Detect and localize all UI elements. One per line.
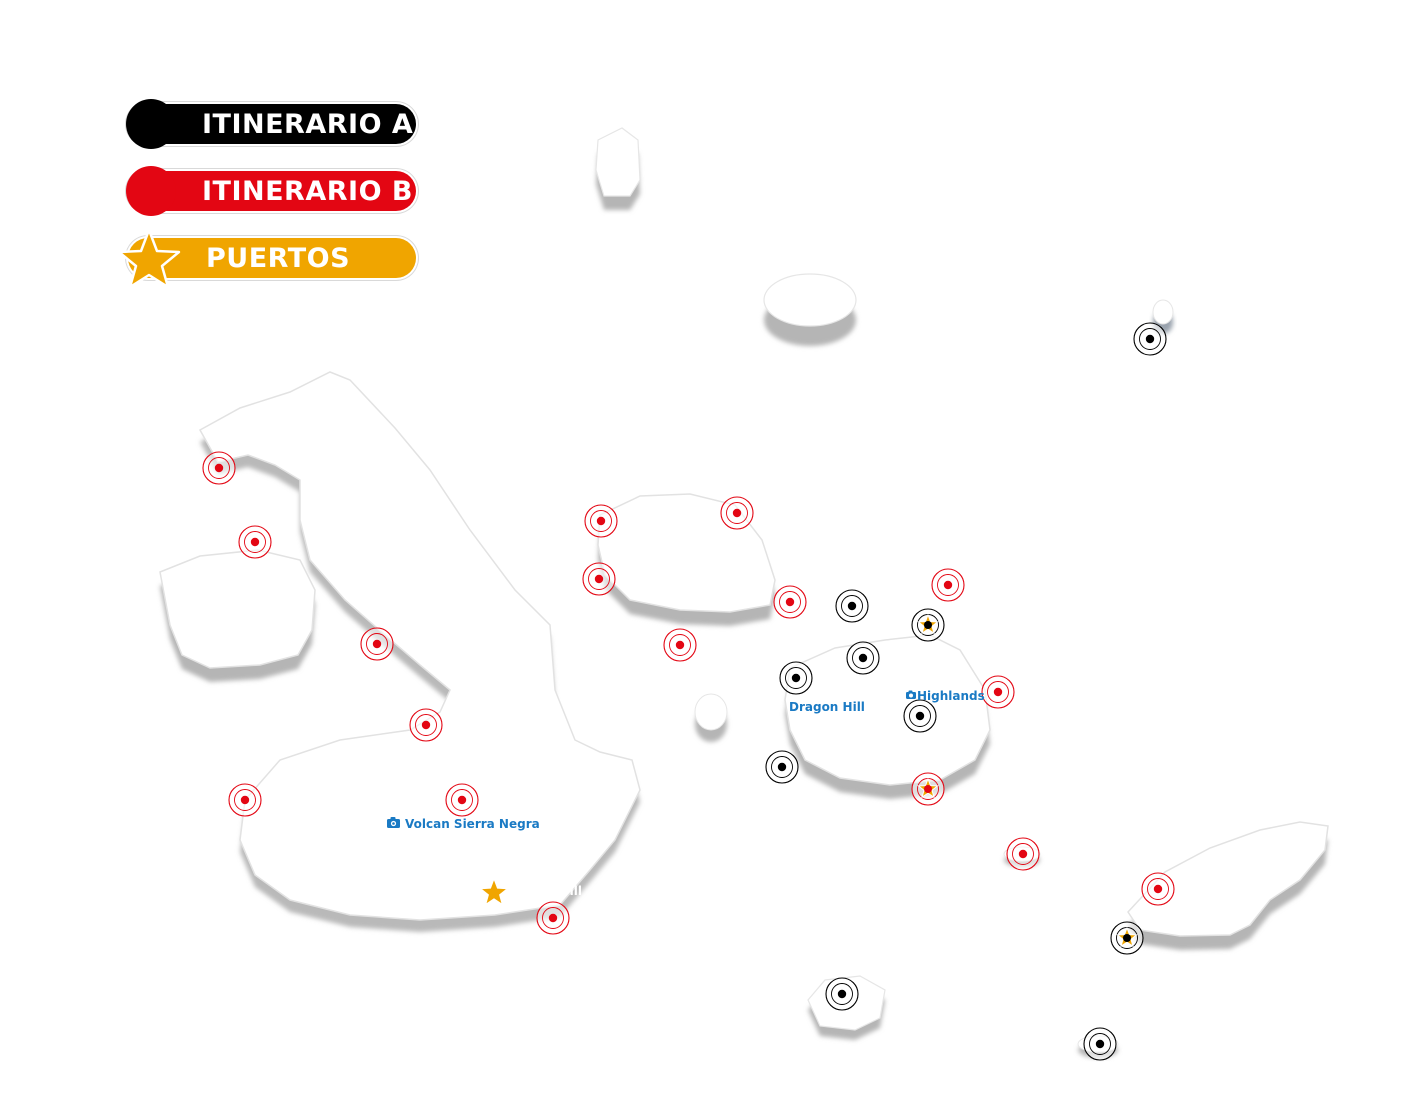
island-pinzon — [694, 693, 728, 742]
itinerary-b-marker[interactable] — [1141, 872, 1175, 906]
island-santa-cruz — [784, 634, 991, 799]
port-center-dot — [924, 621, 932, 629]
itinerary-b-marker[interactable] — [445, 783, 479, 817]
island-san-cristobal — [1127, 821, 1329, 950]
itinerary-b-marker[interactable] — [360, 627, 394, 661]
highlands-label: Highlands — [917, 689, 985, 703]
port-center-dot — [1123, 934, 1131, 942]
legend-item-itinerary-b[interactable]: ITINERARIO B — [126, 166, 416, 216]
itinerary-a-marker[interactable] — [846, 641, 880, 675]
legend-label-itinerary-a: ITINERARIO A — [202, 109, 414, 140]
itinerary-b-marker[interactable] — [663, 628, 697, 662]
itinerary-b-marker[interactable] — [238, 525, 272, 559]
black-dot-icon — [126, 99, 176, 149]
camera-icon — [906, 690, 916, 699]
itinerary-b-marker[interactable] — [773, 585, 807, 619]
itinerary-b-marker[interactable] — [1006, 837, 1040, 871]
baquerizo-label[interactable]: querizo — [1134, 954, 1185, 968]
port-markers — [479, 613, 1138, 948]
itinerary-b-marker[interactable] — [981, 675, 1015, 709]
site-volcan-sierra-negra[interactable]: Volcan Sierra Negra — [387, 817, 540, 831]
puerto-villamil-label[interactable]: Puerto Vill — [511, 884, 582, 898]
volcan-label: Volcan Sierra Negra — [405, 817, 540, 831]
itinerary-a-marker[interactable] — [903, 699, 937, 733]
dragon-hill-label[interactable]: Dragon Hill — [789, 700, 865, 714]
itinerary-b-marker[interactable] — [202, 451, 236, 485]
itinerary-b-marker[interactable] — [582, 562, 616, 596]
site-highlands[interactable]: Highlands — [906, 689, 985, 703]
star-icon — [117, 228, 181, 289]
itinerary-b-marker[interactable] — [536, 901, 570, 935]
cristobal-label[interactable]: S — [1203, 855, 1212, 869]
itinerary-b-marker[interactable] — [931, 568, 965, 602]
island-isabela — [198, 371, 641, 932]
itinerary-a-markers — [765, 322, 1167, 1061]
legend-item-ports[interactable]: PUERTOS — [117, 228, 416, 289]
itinerary-a-marker[interactable] — [1133, 322, 1167, 356]
itinerary-a-marker[interactable] — [1083, 1027, 1117, 1061]
itinerary-b-marker[interactable] — [409, 708, 443, 742]
port-center-dot — [924, 785, 932, 793]
camera-icon — [387, 817, 400, 828]
itinerary-a-marker[interactable] — [765, 750, 799, 784]
itinerary-b-marker[interactable] — [720, 496, 754, 530]
islands — [159, 127, 1329, 1058]
red-dot-icon — [126, 166, 176, 216]
itinerary-a-marker[interactable] — [825, 977, 859, 1011]
itinerary-b-marker[interactable] — [584, 504, 618, 538]
legend-item-itinerary-a[interactable]: ITINERARIO A — [126, 99, 416, 149]
itinerary-a-marker[interactable] — [779, 661, 813, 695]
itinerary-a-marker[interactable] — [835, 589, 869, 623]
legend-label-ports: PUERTOS — [206, 243, 351, 274]
itinerary-b-marker[interactable] — [228, 783, 262, 817]
legend-label-itinerary-b: ITINERARIO B — [202, 176, 414, 207]
island-fernandina — [159, 549, 316, 682]
island-marchena — [763, 273, 857, 346]
island-pinta — [595, 127, 641, 210]
port-star-icon[interactable] — [479, 877, 509, 906]
site-labels: Volcan Sierra Negra Dragon Hill Highland… — [387, 689, 1212, 968]
